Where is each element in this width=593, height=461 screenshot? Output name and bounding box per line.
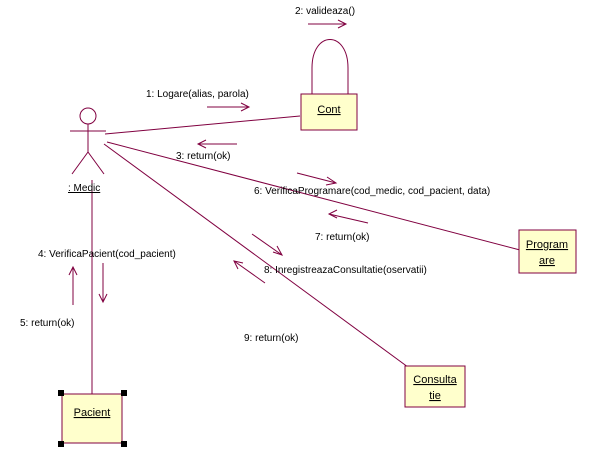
object-pacient[interactable]: Pacient [58,390,127,447]
message-arrow-4 [98,263,108,304]
message-label-8: 8: InregistreazaConsultatie(oservatii) [264,265,427,276]
message-arrow-6 [296,172,338,186]
message-arrow-1 [207,102,251,112]
actor-name: : Medic [68,183,100,194]
message-label-5: 5: return(ok) [20,318,74,329]
object-programare-label-line1: Program [526,239,568,251]
object-programare[interactable]: Program are [518,229,577,274]
message-arrow-3 [196,139,237,149]
selection-handle-bl[interactable] [58,441,64,447]
message-arrow-7 [327,209,369,224]
object-consultatie-label-line1: Consulta [413,374,457,386]
object-pacient-label: Pacient [74,407,111,419]
selection-handle-br[interactable] [121,441,127,447]
message-label-4: 4: VerificaPacient(cod_pacient) [38,249,176,260]
message-label-7: 7: return(ok) [315,232,369,243]
link-cont-self[interactable] [311,39,349,96]
object-consultatie[interactable]: Consulta tie [404,365,466,408]
message-arrow-2 [308,19,348,29]
message-label-3: 3: return(ok) [176,151,230,162]
selection-handle-tl[interactable] [58,390,64,396]
message-label-1: 1: Logare(alias, parola) [146,89,249,100]
message-label-6: 6: VerificaProgramare(cod_medic, cod_pac… [254,186,490,197]
message-label-2: 2: valideaza() [295,6,355,17]
selection-handle-tr[interactable] [121,390,127,396]
stick-figure-icon[interactable] [70,107,106,175]
message-arrow-5 [68,265,78,305]
object-consultatie-label-line2: tie [429,390,441,402]
object-cont-label: Cont [317,104,340,116]
message-arrow-9 [233,260,266,284]
object-programare-label-line2: are [539,255,555,267]
message-arrow-8 [251,233,284,256]
link-medic-programare[interactable] [106,141,521,251]
link-medic-cont[interactable] [104,115,301,135]
message-label-9: 9: return(ok) [244,333,298,344]
link-medic-consultatie[interactable] [103,143,413,371]
object-cont[interactable]: Cont [300,93,358,131]
